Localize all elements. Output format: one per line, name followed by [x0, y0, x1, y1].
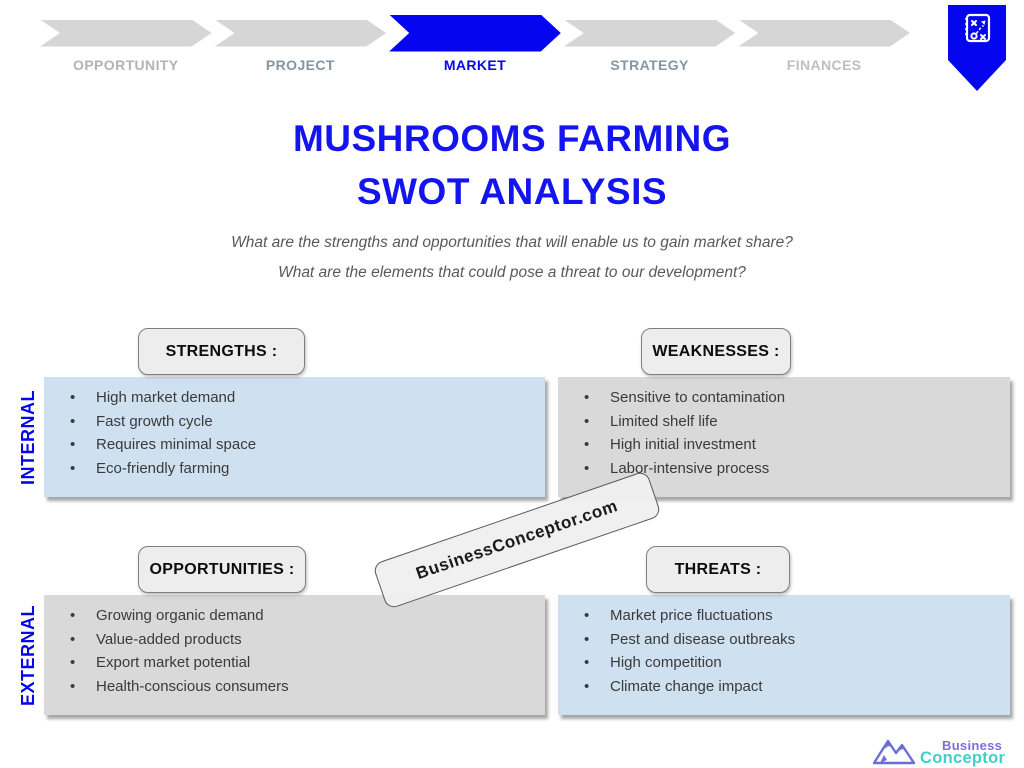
strengths-list: High market demandFast growth cycleRequi… — [44, 377, 545, 480]
page-title-line1: MUSHROOMS FARMING — [292, 118, 732, 159]
brand-name-conceptor: Conceptor — [920, 748, 1006, 767]
process-step-label: FINANCES — [786, 57, 862, 73]
page-title-line2: SWOT ANALYSIS — [356, 171, 668, 212]
threats-item: Pest and disease outbreaks — [584, 628, 1000, 652]
chevron-arrow — [40, 14, 212, 52]
playbook-tactics-icon — [961, 5, 993, 91]
chevron-shape — [564, 20, 736, 47]
weaknesses-item: Labor-intensive process — [584, 457, 1000, 481]
opportunities-item: Health-conscious consumers — [70, 675, 535, 699]
opportunities-box: Growing organic demandValue-added produc… — [44, 595, 545, 715]
chevron-arrow — [564, 14, 736, 52]
process-step-label: PROJECT — [265, 57, 335, 73]
subtitle: What are the strengths and opportunities… — [0, 228, 1024, 288]
threats-heading: THREATS : — [646, 546, 790, 593]
brand-name-business: Business — [942, 737, 1003, 753]
strengths-box: High market demandFast growth cycleRequi… — [44, 377, 545, 497]
chevron-shape — [40, 20, 212, 47]
strengths-item: Eco-friendly farming — [70, 457, 535, 481]
threats-box: Market price fluctuationsPest and diseas… — [558, 595, 1010, 715]
opportunities-item: Growing organic demand — [70, 604, 535, 628]
process-step[interactable]: FINANCES — [738, 14, 910, 73]
bookmark-badge — [948, 5, 1006, 91]
external-row-label: EXTERNAL — [17, 604, 38, 706]
process-step[interactable]: STRATEGY — [564, 14, 736, 73]
process-nav: OPPORTUNITY PROJECT MARKET STRAT — [40, 14, 910, 73]
process-step[interactable]: PROJECT — [215, 14, 387, 73]
weaknesses-box: Sensitive to contaminationLimited shelf … — [558, 377, 1010, 497]
threats-list: Market price fluctuationsPest and diseas… — [558, 595, 1010, 698]
process-step-label: MARKET — [443, 57, 507, 73]
page-title: MUSHROOMS FARMING SWOT ANALYSIS — [0, 112, 1024, 218]
opportunities-item: Value-added products — [70, 628, 535, 652]
chevron-shape — [215, 20, 387, 47]
process-step[interactable]: OPPORTUNITY — [40, 14, 212, 73]
strengths-item: High market demand — [70, 386, 535, 410]
threats-item: High competition — [584, 651, 1000, 675]
brand-text: Business Conceptor — [920, 737, 1006, 767]
chevron-arrow — [738, 14, 910, 52]
chevron-shape — [389, 15, 561, 52]
process-step[interactable]: MARKET — [389, 14, 561, 73]
weaknesses-heading: WEAKNESSES : — [641, 328, 791, 375]
chevron-arrow — [215, 14, 387, 52]
weaknesses-list: Sensitive to contaminationLimited shelf … — [558, 377, 1010, 480]
weaknesses-item: Sensitive to contamination — [584, 386, 1000, 410]
chevron-arrow — [389, 14, 561, 52]
threats-item: Market price fluctuations — [584, 604, 1000, 628]
chevron-shape — [738, 20, 910, 47]
strengths-heading: STRENGTHS : — [138, 328, 305, 375]
opportunities-heading: OPPORTUNITIES : — [138, 546, 306, 593]
weaknesses-item: High initial investment — [584, 433, 1000, 457]
subtitle-line2: What are the elements that could pose a … — [278, 264, 746, 281]
strengths-item: Fast growth cycle — [70, 410, 535, 434]
internal-row-label: INTERNAL — [17, 389, 38, 485]
process-step-label: STRATEGY — [610, 57, 689, 73]
opportunities-list: Growing organic demandValue-added produc… — [44, 595, 545, 698]
opportunities-item: Export market potential — [70, 651, 535, 675]
weaknesses-item: Limited shelf life — [584, 410, 1000, 434]
subtitle-line1: What are the strengths and opportunities… — [231, 234, 793, 251]
process-step-label: OPPORTUNITY — [73, 57, 179, 73]
threats-item: Climate change impact — [584, 675, 1000, 699]
brand-logo: Business Conceptor — [872, 733, 1005, 768]
strengths-item: Requires minimal space — [70, 433, 535, 457]
mountains-logo-icon — [872, 733, 934, 768]
